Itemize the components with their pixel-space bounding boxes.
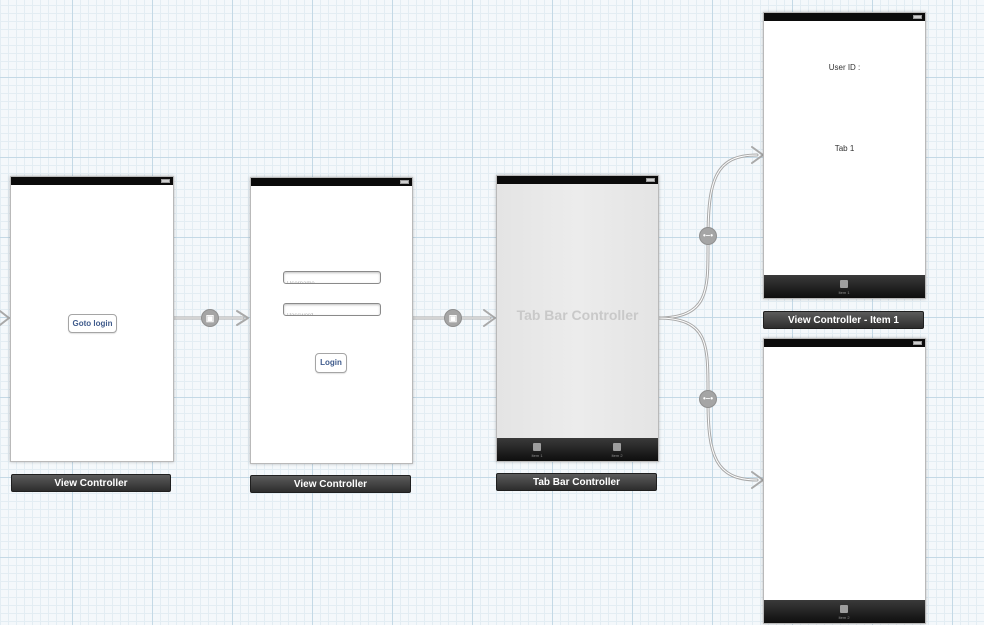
arrowhead — [483, 309, 496, 327]
modal-segue-icon[interactable]: ▣ — [444, 309, 462, 327]
tab-item-label: Item 1 — [838, 290, 850, 295]
password-field[interactable] — [283, 303, 381, 316]
status-bar — [497, 176, 658, 184]
login-button[interactable]: Login — [315, 353, 347, 373]
scene-view-controller-item-2[interactable]: Item 2 — [763, 338, 926, 624]
battery-icon — [913, 341, 922, 345]
tab-item-1[interactable]: Item 1 — [517, 441, 557, 458]
goto-login-button[interactable]: Goto login — [68, 314, 117, 333]
tab-bar: Item 1 — [764, 275, 925, 298]
scene-view-controller-home[interactable]: Goto login — [10, 176, 174, 462]
relationship-segue-icon[interactable]: •–• — [699, 390, 717, 408]
tab-item-icon — [533, 443, 541, 451]
entry-arrow — [0, 310, 10, 326]
scene-label-view-controller-item-1[interactable]: View Controller - Item 1 — [763, 311, 924, 329]
tab-item-icon — [840, 605, 848, 613]
arrowhead — [236, 310, 249, 326]
tab-item-2[interactable]: Item 2 — [824, 603, 864, 620]
user-id-label: User ID : — [828, 63, 861, 72]
tab-bar: Item 2 — [764, 600, 925, 623]
tab-item-2[interactable]: Item 2 — [597, 441, 637, 458]
scene-view-controller-login[interactable]: Login — [250, 177, 413, 464]
scene-view-controller-item-1[interactable]: User ID : Tab 1 Item 1 — [763, 12, 926, 299]
tab-item-label: Item 2 — [838, 615, 850, 620]
battery-icon — [913, 15, 922, 19]
tab-item-label: Item 2 — [611, 453, 623, 458]
status-bar — [11, 177, 173, 185]
scene-label-view-controller[interactable]: View Controller — [250, 475, 411, 493]
username-input[interactable] — [284, 278, 380, 283]
password-input[interactable] — [284, 310, 380, 315]
tab-item-label: Item 1 — [531, 453, 543, 458]
tab-bar: Item 1 Item 2 — [497, 438, 658, 461]
scene-label-view-controller[interactable]: View Controller — [11, 474, 171, 492]
username-field[interactable] — [283, 271, 381, 284]
status-bar — [764, 339, 925, 347]
scene-tab-bar-controller[interactable]: Tab Bar Controller Item 1 Item 2 — [496, 175, 659, 462]
scene-label-tab-bar-controller[interactable]: Tab Bar Controller — [496, 473, 657, 491]
tab-item-1[interactable]: Item 1 — [824, 278, 864, 295]
tab-item-icon — [613, 443, 621, 451]
tab-item-icon — [840, 280, 848, 288]
battery-icon — [400, 180, 409, 184]
status-bar — [251, 178, 412, 186]
modal-segue-icon[interactable]: ▣ — [201, 309, 219, 327]
relationship-segue-icon[interactable]: •–• — [699, 227, 717, 245]
tab-bar-controller-title: Tab Bar Controller — [516, 307, 639, 323]
tab-1-label: Tab 1 — [834, 144, 855, 153]
battery-icon — [161, 179, 170, 183]
battery-icon — [646, 178, 655, 182]
status-bar — [764, 13, 925, 21]
